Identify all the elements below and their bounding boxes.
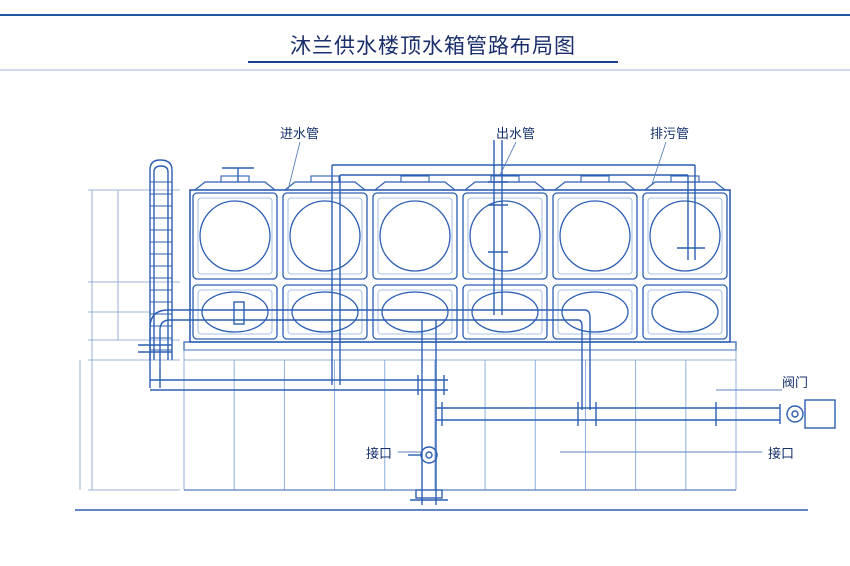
valve-symbol bbox=[786, 399, 836, 429]
roof-hatch bbox=[284, 175, 366, 191]
tank-base bbox=[183, 341, 737, 351]
tank-panels bbox=[192, 192, 728, 340]
outlet-pipe bbox=[488, 140, 508, 315]
page-title: 沐兰供水楼顶水箱管路布局图 bbox=[290, 34, 576, 58]
tank-panel bbox=[642, 284, 728, 340]
ladder-rungs bbox=[150, 181, 172, 351]
tank-panel bbox=[372, 192, 458, 280]
dimension-lines bbox=[79, 189, 180, 491]
label-joint-left: 接口 bbox=[366, 447, 393, 462]
tank-panel bbox=[552, 284, 638, 340]
tank-panel bbox=[552, 192, 638, 280]
roof-hatch bbox=[194, 175, 276, 191]
tank-panel bbox=[192, 192, 278, 280]
tank-panel bbox=[192, 284, 278, 340]
label-drain-pipe: 排污管 bbox=[650, 127, 690, 142]
title-underline bbox=[248, 61, 618, 63]
label-joint-right: 接口 bbox=[768, 447, 795, 462]
roof-hatch bbox=[644, 175, 726, 191]
leader-lines bbox=[287, 141, 782, 453]
delivery-pipe bbox=[436, 402, 781, 426]
base-beam bbox=[183, 349, 737, 361]
main-riser bbox=[408, 320, 448, 505]
tank-panel bbox=[462, 192, 548, 280]
upper-header-pipe bbox=[138, 301, 591, 410]
label-outlet-pipe: 出水管 bbox=[496, 127, 536, 142]
lower-header-pipe bbox=[150, 375, 448, 395]
tank-body bbox=[189, 189, 731, 343]
tank-panel bbox=[642, 192, 728, 280]
tank-panel bbox=[282, 284, 368, 340]
ladder bbox=[149, 159, 173, 360]
support-posts bbox=[183, 360, 737, 491]
roof-hatch bbox=[374, 175, 456, 191]
label-valve: 阀门 bbox=[782, 376, 809, 391]
roof-hatches bbox=[194, 175, 726, 191]
label-inlet-pipe: 进水管 bbox=[280, 127, 320, 142]
tank-panel bbox=[372, 284, 458, 340]
inlet-pipe bbox=[331, 164, 705, 385]
tank-panel bbox=[462, 284, 548, 340]
tank-panel bbox=[282, 192, 368, 280]
roof-hatch bbox=[464, 175, 546, 191]
roof-hatch bbox=[554, 175, 636, 191]
vent-cap bbox=[222, 167, 254, 182]
